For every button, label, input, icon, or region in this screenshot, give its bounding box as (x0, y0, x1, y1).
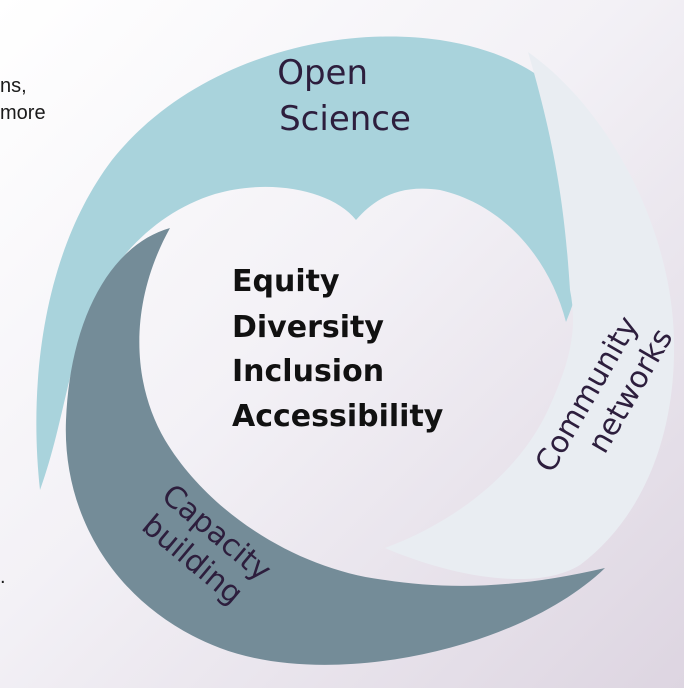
center-value-item: Equity (232, 264, 340, 299)
segment-community-networks (385, 52, 675, 580)
cut-off-text-fragment: ns, (0, 75, 27, 97)
center-values-list: Equity Diversity Inclusion Accessibility (232, 264, 444, 434)
center-value-item: Inclusion (232, 354, 384, 389)
segment-open-science (36, 36, 590, 490)
center-value-item: Accessibility (232, 399, 444, 434)
segment-capacity-building (65, 228, 605, 665)
cut-off-text-fragment: more (0, 102, 46, 124)
segment-label-open-science: Open Science (277, 53, 411, 139)
center-value-item: Diversity (232, 310, 384, 345)
cut-off-text-fragment: . (0, 566, 6, 588)
